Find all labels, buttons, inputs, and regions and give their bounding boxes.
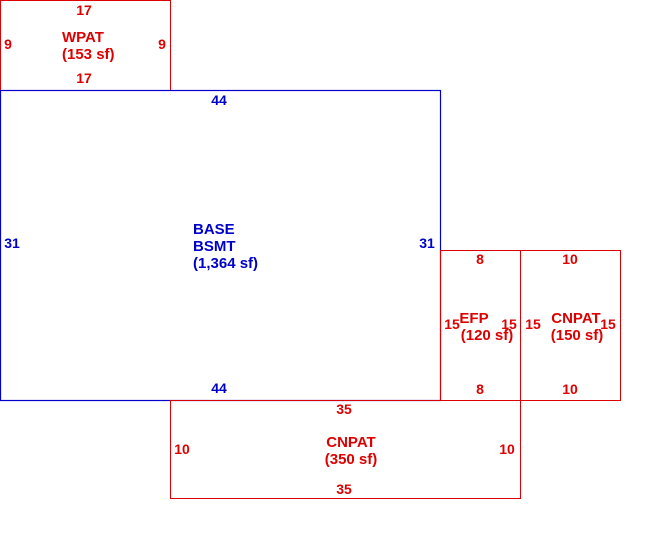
cnpat-front-top-dimension: 35 (336, 401, 352, 417)
wpat-right-dimension: 9 (158, 36, 166, 52)
base-left-dimension: 31 (4, 235, 20, 251)
cnpat-side-left-dimension: 15 (525, 316, 541, 332)
efp-left-dimension: 15 (444, 316, 460, 332)
base-area: (1,364 sf) (193, 255, 258, 272)
base-subname: BSMT (193, 238, 236, 255)
cnpat-side-right-dimension: 15 (600, 316, 616, 332)
wpat-top-dimension: 17 (76, 2, 92, 18)
cnpat-front-name: CNPAT (326, 434, 375, 451)
efp-area: (120 sf) (461, 327, 514, 344)
base-bottom-dimension: 44 (211, 380, 227, 396)
efp-right-dimension: 15 (501, 316, 517, 332)
base-top-dimension: 44 (211, 92, 227, 108)
base-right-dimension: 31 (419, 235, 435, 251)
wpat-area: (153 sf) (62, 46, 115, 63)
efp-top-dimension: 8 (476, 251, 484, 267)
cnpat-front-outline (170, 400, 521, 499)
cnpat-front-right-dimension: 10 (499, 441, 515, 457)
cnpat-side-area: (150 sf) (551, 327, 604, 344)
cnpat-side-top-dimension: 10 (562, 251, 578, 267)
efp-bottom-dimension: 8 (476, 381, 484, 397)
cnpat-side-name: CNPAT (551, 310, 600, 327)
cnpat-front-bottom-dimension: 35 (336, 481, 352, 497)
wpat-left-dimension: 9 (4, 36, 12, 52)
wpat-bottom-dimension: 17 (76, 70, 92, 86)
cnpat-front-left-dimension: 10 (174, 441, 190, 457)
base-name: BASE (193, 221, 235, 238)
efp-name: EFP (459, 310, 488, 327)
wpat-name: WPAT (62, 29, 104, 46)
cnpat-front-area: (350 sf) (325, 451, 378, 468)
cnpat-side-bottom-dimension: 10 (562, 381, 578, 397)
cnpat-side-outline (520, 250, 621, 401)
